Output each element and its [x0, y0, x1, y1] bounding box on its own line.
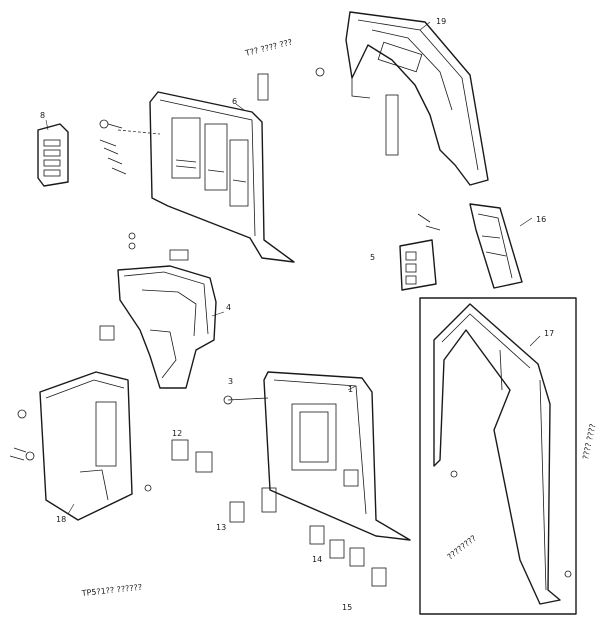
callout-7: 12 [172, 429, 182, 438]
side-cover-left [9, 371, 152, 521]
callout-4: 4 [226, 303, 231, 312]
grille-window-mid [204, 123, 228, 191]
bolt-group-upper [99, 73, 269, 175]
clip-bracket [257, 73, 269, 101]
callout-5: 3 [228, 377, 233, 386]
cover-window [95, 401, 117, 467]
callout-14: 5 [370, 253, 375, 262]
callout-6: 1 [348, 385, 353, 394]
inset-detail-box [419, 297, 577, 615]
right-frame-small [399, 203, 523, 291]
leader-lines [45, 21, 541, 515]
small-grille-left [37, 123, 69, 187]
callout-labels: 19 6 8 4 3 1 12 13 14 15 16 17 18 5 [40, 17, 554, 612]
side-frame-panel [315, 11, 489, 186]
callout-11: 16 [536, 215, 546, 224]
callout-13: 18 [56, 515, 66, 524]
callout-3: 8 [40, 111, 45, 120]
right-grille-module [399, 239, 437, 291]
note-inset: ???????? [446, 534, 478, 562]
washer-icon [315, 67, 325, 77]
grille-window-left [171, 117, 201, 179]
callout-8: 13 [216, 523, 226, 532]
callout-12: 17 [544, 329, 554, 338]
rear-grille-panel [117, 91, 295, 263]
callout-10: 15 [342, 603, 352, 612]
callout-2: 6 [232, 97, 237, 106]
note-bottom-left: TP5?1?? ?????? [80, 583, 142, 598]
lower-panel [223, 371, 411, 541]
grille-window-right [229, 139, 249, 207]
callout-1: 19 [436, 17, 446, 26]
support-bracket [99, 232, 217, 389]
lower-panel-opening [291, 403, 337, 471]
note-top-center: T?? ???? ??? [243, 38, 293, 59]
note-right-vertical: ???? ???? [581, 423, 597, 461]
callout-9: 14 [312, 555, 322, 564]
clip-set-lower [171, 439, 387, 587]
